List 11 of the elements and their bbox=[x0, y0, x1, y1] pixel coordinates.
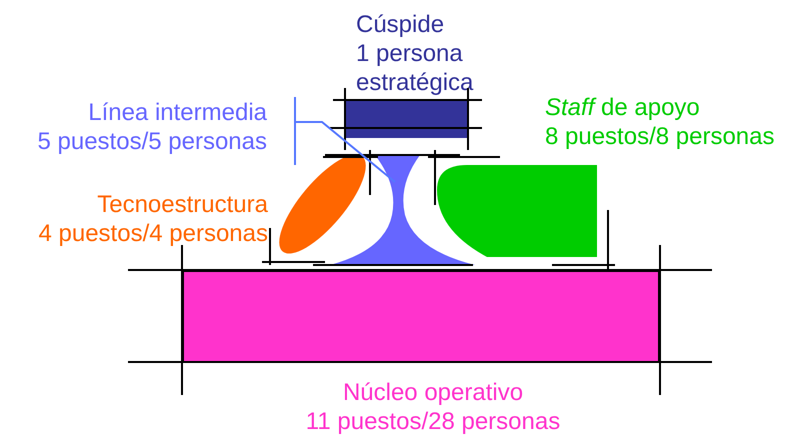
middle-line-label: Línea intermedia bbox=[88, 98, 267, 127]
count-label: 4 puestos/4 personas bbox=[38, 219, 268, 248]
apex-label: Cúspide bbox=[356, 10, 444, 39]
support-staff-label: Staff de apoyo bbox=[545, 93, 700, 122]
count-label: 1 persona estratégica bbox=[356, 39, 474, 97]
count-label: 8 puestos/8 personas bbox=[545, 122, 774, 151]
technostructure-label: Tecnoestructura bbox=[97, 190, 268, 219]
count-label: 11 puestos/28 personas bbox=[306, 407, 560, 436]
count-label: 5 puestos/5 personas bbox=[38, 127, 267, 156]
operating-core-label: Núcleo operativo bbox=[342, 378, 524, 407]
leader-line bbox=[295, 121, 396, 183]
